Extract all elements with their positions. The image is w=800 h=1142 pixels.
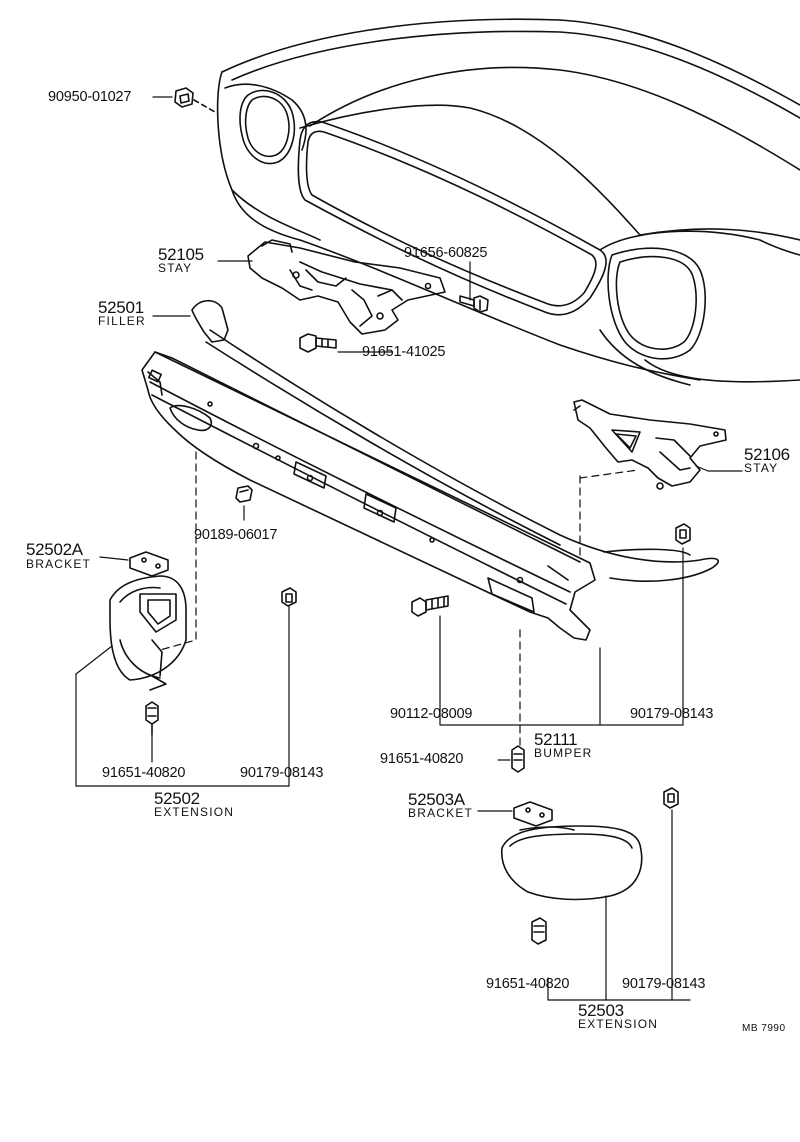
label-90112: 90112-08009 [390,706,473,722]
bolt-91656 [459,295,489,313]
label-52106-name: STAY [744,461,779,475]
bolt-91651-mid [511,745,525,773]
label-90179-left: 90179-08143 [240,765,324,781]
extension-52502 [109,575,187,691]
nut-90179-bottom [663,787,679,809]
label-52503-name: EXTENSION [578,1017,659,1031]
nut-90189 [235,485,253,503]
drawing-code: MB 7990 [742,1023,786,1034]
label-52111-name: BUMPER [534,746,593,760]
bolt-90112 [411,595,449,617]
assembly-lines [159,451,639,746]
label-52503A-name: BRACKET [408,806,474,820]
bracket-52503A [513,801,553,827]
label-52503: 52503 [578,1001,624,1020]
label-52503A: 52503A [408,790,465,809]
car-body-outline [216,18,800,386]
bracket-52502A [129,551,169,577]
label-52106: 52106 [744,445,790,464]
stay-52105 [247,239,446,335]
label-52501-name: FILLER [98,314,146,328]
label-91651-bottom: 91651-40820 [486,976,570,992]
label-91651-left: 91651-40820 [102,765,186,781]
label-52501: 52501 [98,298,144,317]
bumper-52111 [141,351,596,641]
nut-90950 [174,87,216,113]
label-90179-bottom: 90179-08143 [622,976,706,992]
label-91656: 91656-60825 [404,245,488,261]
label-52502: 52502 [154,789,200,808]
label-91651-mid: 91651-40820 [380,751,464,767]
label-90950: 90950-01027 [48,89,132,105]
filler-52501 [191,299,720,582]
label-52111: 52111 [534,730,578,749]
bolt-91651-41025 [299,333,337,353]
label-90189: 90189-06017 [194,527,278,543]
leader-lines [75,96,743,1001]
label-90179-right: 90179-08143 [630,706,714,722]
label-52502A: 52502A [26,540,83,559]
label-52502-name: EXTENSION [154,805,235,819]
label-52502A-name: BRACKET [26,557,92,571]
nut-90179-left [281,587,297,607]
nut-90179-right [675,523,691,545]
label-52105: 52105 [158,245,204,264]
stay-52106 [573,399,727,490]
label-52105-name: STAY [158,261,193,275]
bolt-91651-bottom [531,917,547,945]
label-91651-41025: 91651-41025 [362,344,446,360]
bolt-91651-left [145,701,159,736]
extension-52503 [501,825,643,901]
